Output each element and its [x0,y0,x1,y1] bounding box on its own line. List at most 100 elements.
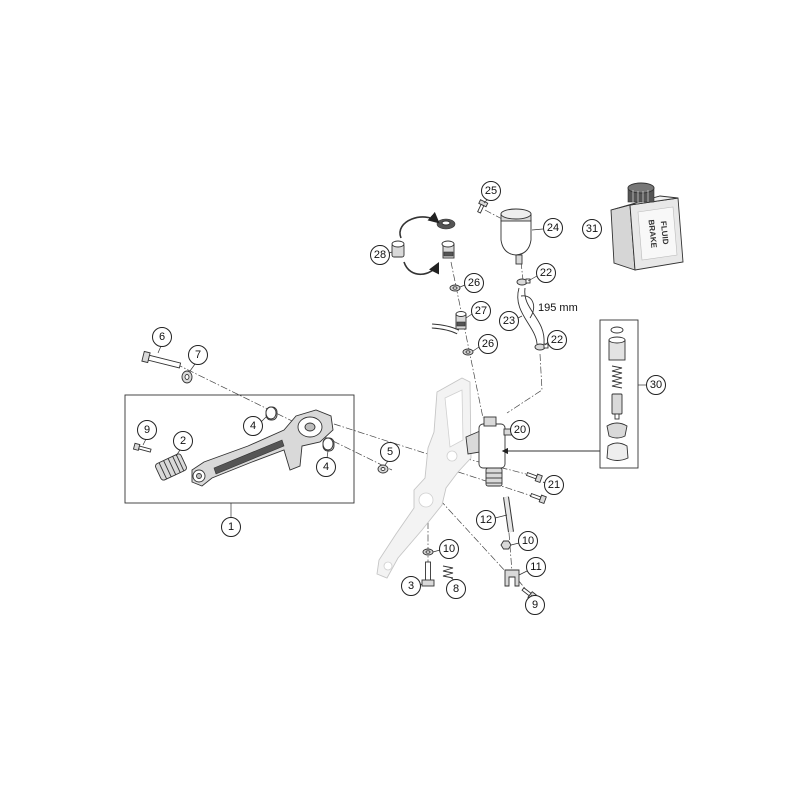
kit-30-parts [606,326,629,461]
bottle-label-line2: FLUID [659,221,670,246]
kit-o-ring [610,326,624,334]
pushrod-12-fill [504,496,513,533]
bolt-3 [421,561,435,587]
bolt-6-shaft [147,354,182,369]
callout-22-upper: 22 [536,263,556,283]
callout-25: 25 [481,181,501,201]
hose-return-line [506,353,543,414]
callout-26-upper: 26 [464,273,484,293]
master-cylinder [465,416,515,487]
callout-27: 27 [471,301,491,321]
leader-12 [494,514,508,519]
callout-circle [544,475,564,495]
reservoir-outlet-line [520,261,524,281]
callout-26-lower: 26 [478,334,498,354]
screw-25-shaft [477,203,485,214]
bracket-hole-lower [383,561,393,571]
washer-5 [377,464,389,474]
callout-circle [476,510,496,530]
master-cylinder-top-boss [483,416,497,427]
kit-spring [611,365,623,389]
callout-1: 1 [221,517,241,537]
callout-20: 20 [510,420,530,440]
callout-21: 21 [544,475,564,495]
bracket-cutout [444,389,464,448]
callout-9-lower: 9 [525,595,545,615]
callout-circle [380,442,400,462]
part1-group-box [124,394,355,504]
hose-23-loop [520,295,535,319]
leader-7 [189,363,196,372]
banjo-fitting-27-hex [456,321,466,327]
callout-10-left: 10 [439,539,459,559]
screw-25 [477,199,489,214]
callout-circle [543,218,563,238]
callout-circle [547,330,567,350]
part30-kit-box [599,319,639,469]
callout-3: 3 [401,576,421,596]
bolt-9-upper [132,442,152,453]
callout-4-lower: 4 [316,457,336,477]
callout-label: 26 [482,338,494,350]
washer-5-inner [380,467,386,471]
leader-2 [175,449,181,457]
callout-7: 7 [188,345,208,365]
callout-circle [478,334,498,354]
callout-circle [499,311,519,331]
callout-label: 6 [159,331,165,343]
bushing-4-lower-face [322,437,334,451]
callout-12: 12 [476,510,496,530]
footpeg-rib [158,462,168,480]
callout-label: 10 [522,535,534,547]
footpeg-rib [172,456,181,473]
kit-dust-boot [606,442,629,461]
bolt21-lower-line [445,467,533,497]
bolt-9-upper-shaft [138,445,152,453]
hose-clamp-22-upper [516,278,531,286]
callout-label: 3 [408,580,414,592]
callout-31: 31 [582,219,602,239]
callout-circle [439,539,459,559]
callout-label: 11 [530,561,541,573]
bottle-cap-top [627,182,655,194]
bolt-21-upper [525,472,543,483]
rotation-arrow-bottom [403,261,440,276]
callout-label: 8 [453,583,459,595]
washer-7-inner [184,374,190,380]
callout-circle [446,579,466,599]
hose-clamp-22-lower-ring [534,343,546,351]
brake-line-inner [431,324,459,334]
callout-circle [471,301,491,321]
bushing-4-lower [322,437,335,452]
reservoir-body [500,219,532,256]
callout-label: 23 [503,315,515,327]
callout-circle [243,416,263,436]
callout-label: 26 [468,277,480,289]
callout-circle [316,457,336,477]
hose-23-left-wall [517,287,538,345]
callout-22-lower: 22 [547,330,567,350]
callout-9-upper: 9 [137,420,157,440]
callout-label: 4 [250,420,256,432]
callout-label: 5 [387,446,393,458]
callout-23: 23 [499,311,519,331]
callout-label: 2 [180,435,186,447]
bolt-21-lower-head [538,494,547,504]
callout-label: 22 [551,334,563,346]
callout-label: 25 [485,185,497,197]
callout-label: 22 [540,267,552,279]
footpeg-rib [167,458,177,475]
callout-circle [525,595,545,615]
washer-26-lower-inner [465,350,471,354]
hose-clamp-22-upper-ring [516,278,528,286]
clevis-11 [504,569,520,587]
bottle-label-line1: BRAKE [647,219,659,249]
callout-6: 6 [152,327,172,347]
callout-circle [188,345,208,365]
master-cylinder-body [478,423,506,469]
leader-26-upper [459,284,466,288]
nut-10-right [500,540,512,550]
callout-circle [582,219,602,239]
callout-5: 5 [380,442,400,462]
bottle-label-panel [637,206,678,261]
